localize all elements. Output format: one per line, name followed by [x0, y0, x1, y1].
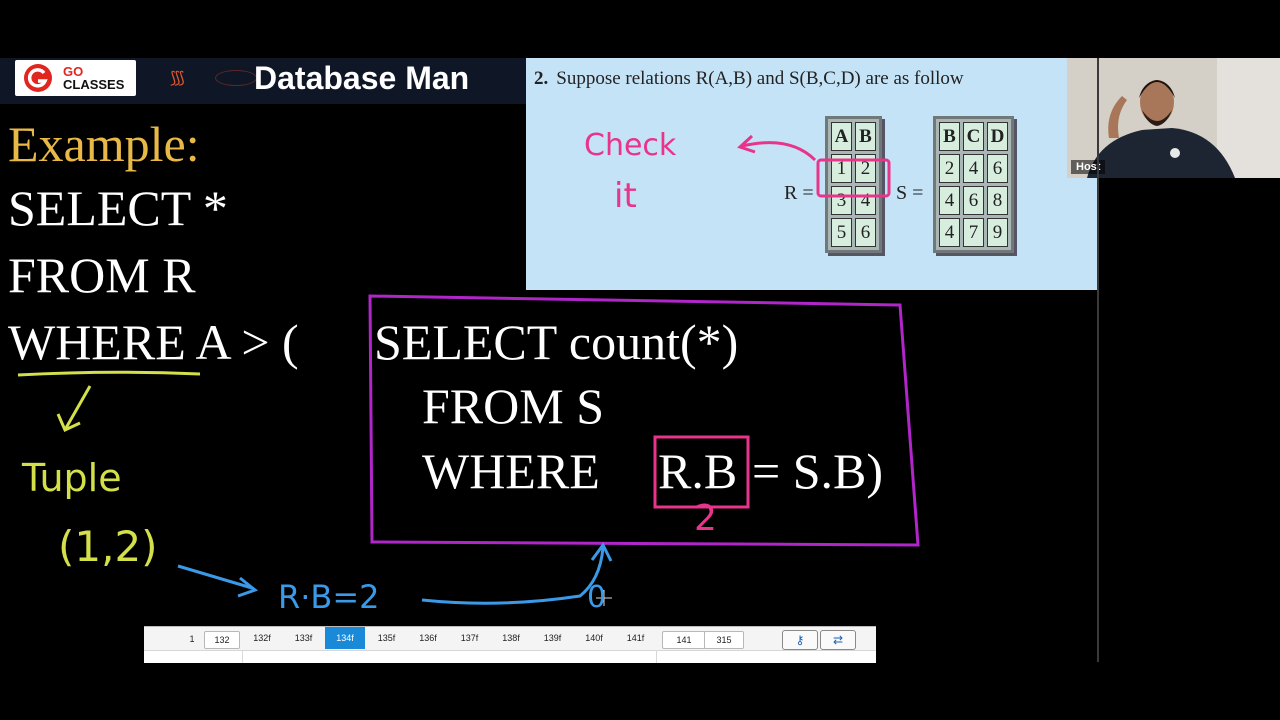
frame-thumbnail[interactable]: 139f — [543, 633, 562, 643]
decorative-swoosh — [215, 70, 257, 86]
sql-select-line: SELECT * — [8, 180, 228, 236]
frame-strip-lower-row — [144, 650, 876, 663]
relation-s-header-cell: B — [939, 122, 960, 151]
logo-classes-text: CLASSES — [63, 77, 125, 92]
frame-thumbnail[interactable]: 138f — [502, 633, 520, 643]
sql-from-line: FROM R — [8, 247, 196, 303]
relation-s-label: S = — [896, 182, 924, 204]
repeat-icon[interactable]: ⇄ — [820, 630, 856, 650]
strip-divider — [242, 650, 243, 663]
relation-s-cell: 7 — [963, 218, 984, 247]
logo-go-text: GO — [63, 64, 84, 79]
presenter-video — [1067, 58, 1280, 178]
subquery-sb-term: = S.B) — [752, 443, 884, 499]
subquery-rb-term: R.B — [658, 443, 738, 499]
frame-thumbnail[interactable]: 134f — [325, 627, 365, 649]
subquery-select-line: SELECT count(*) — [374, 314, 739, 370]
frame-navigation-strip: 1 132 132f 133f 134f 135f 136f 137f 138f 139f 14… — [144, 626, 876, 663]
header-banner: GO CLASSES ⟆⟆⟆ Database Man — [0, 58, 526, 104]
relation-r-cell: 3 — [831, 186, 852, 215]
question-text: 2. Suppose relations R(A,B) and S(B,C,D) … — [534, 68, 964, 90]
screen-edge — [1097, 58, 1099, 662]
relation-r-header-cell: B — [855, 122, 876, 151]
page-start-field[interactable]: 132 — [204, 631, 240, 649]
relation-r-cell: 5 — [831, 218, 852, 247]
go-classes-logo: GO CLASSES — [15, 60, 136, 96]
sql-where-line: WHERE A > ( — [8, 314, 299, 370]
decorative-wave-icon: ⟆⟆⟆ — [170, 70, 185, 87]
frame-thumbnail[interactable]: 137f — [460, 633, 479, 643]
tuple-value-annotation: (1,2) — [58, 522, 158, 571]
relation-r-cell: 6 — [855, 218, 876, 247]
range-end-field[interactable]: 315 — [704, 631, 744, 649]
frame-thumbnail[interactable]: 141f — [626, 633, 645, 643]
frame-thumbnail[interactable]: 136f — [419, 633, 437, 643]
relation-r-cell: 4 — [855, 186, 876, 215]
relation-r-cell: 2 — [855, 154, 876, 183]
check-annotation-line1: Check — [584, 128, 677, 163]
relation-s-cell: 4 — [963, 154, 984, 183]
relation-s-header-cell: C — [963, 122, 984, 151]
relation-s-cell: 2 — [939, 154, 960, 183]
key-icon[interactable]: ⚷ — [782, 630, 818, 650]
relation-r-header-cell: A — [831, 122, 852, 151]
strip-divider — [656, 650, 657, 663]
host-label: Host — [1071, 160, 1106, 174]
relation-s-cell: 4 — [939, 186, 960, 215]
rb-equals-annotation: R·B=2 — [278, 578, 380, 616]
page-index: 1 — [189, 634, 195, 644]
relation-r-label: R = — [784, 182, 814, 204]
range-start-field[interactable]: 141 — [662, 631, 706, 649]
frame-thumbnail[interactable]: 135f — [377, 633, 396, 643]
logo-text: GO CLASSES — [63, 65, 124, 91]
check-annotation-line2: it — [614, 176, 637, 216]
question-panel: 2. Suppose relations R(A,B) and S(B,C,D) … — [526, 58, 1097, 290]
tuple-annotation: Tuple — [22, 456, 122, 500]
relation-s-cell: 4 — [939, 218, 960, 247]
course-title: Database Man — [254, 60, 470, 96]
subquery-where-label: WHERE — [422, 443, 600, 499]
frame-thumbnail[interactable]: 133f — [294, 633, 313, 643]
relation-s-cell: 6 — [987, 154, 1008, 183]
frame-thumbnail[interactable]: 140f — [585, 633, 603, 643]
g-logo-icon — [24, 64, 52, 92]
rb-value-annotation: 2 — [694, 498, 717, 539]
example-heading: Example: — [8, 116, 200, 172]
subquery-from-line: FROM S — [422, 378, 605, 434]
relation-s-cell: 9 — [987, 218, 1008, 247]
question-body: Suppose relations R(A,B) and S(B,C,D) ar… — [556, 68, 964, 89]
relation-r-cell: 1 — [831, 154, 852, 183]
relation-s-cell: 6 — [963, 186, 984, 215]
relation-s-header-cell: D — [987, 122, 1008, 151]
question-number: 2. — [534, 68, 549, 89]
webcam-feed: Host — [1067, 58, 1280, 178]
frame-thumbnail[interactable]: 132f — [253, 633, 271, 643]
relation-s-cell: 8 — [987, 186, 1008, 215]
count-result-annotation: 0 — [587, 580, 607, 615]
